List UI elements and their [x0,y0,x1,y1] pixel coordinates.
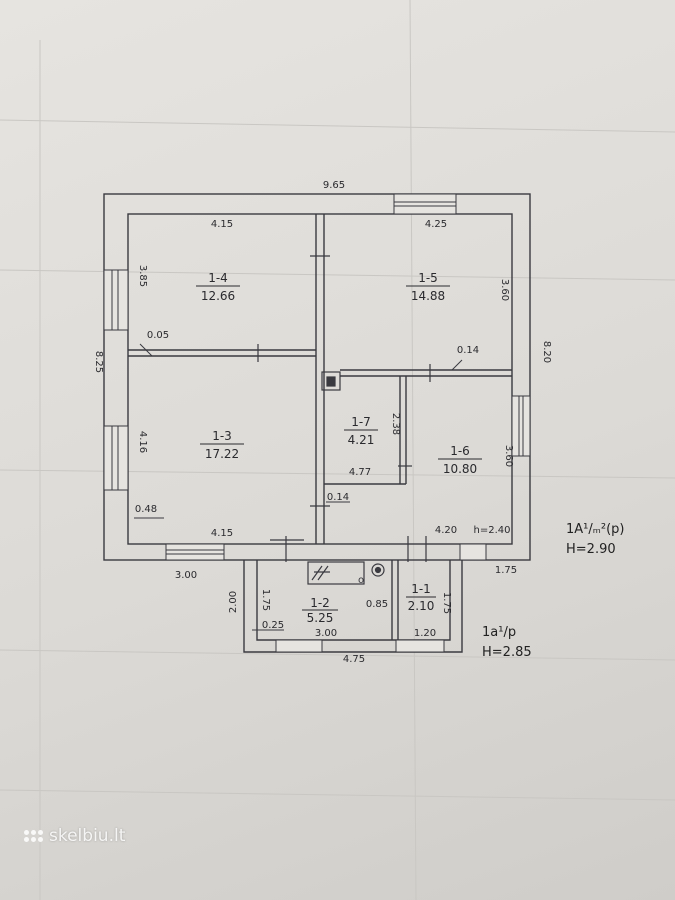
chimney-icon [321,371,341,391]
dim-3-60-r5: 3.60 [499,279,510,301]
room-1-2-number: 1-2 [310,596,330,610]
boiler-icon [371,563,385,577]
room-1-3-area: 17.22 [205,447,239,461]
leader-ticks [134,343,463,631]
stove-icon [307,561,365,585]
dim-4-15-top: 4.15 [211,219,233,230]
room-1-1-area: 2.10 [408,599,435,613]
dim-2-38: 2.38 [390,413,401,435]
room-1-4-area: 12.66 [201,289,235,303]
boiler-o-icon: o [358,575,364,586]
dim-0-25: 0.25 [262,620,284,631]
dim-3-60-r6: 3.60 [503,445,514,467]
room-1-5-area: 14.88 [411,289,445,303]
watermark-text: skelbiu.lt [49,826,126,846]
dim-1-75-r1: 1.75 [441,592,452,614]
boiler-dot-icon [374,566,382,574]
dim-0-48: 0.48 [135,504,157,515]
room-1-7-area: 4.21 [348,433,375,447]
dim-1-20: 1.20 [414,628,436,639]
room-1-2-area: 5.25 [307,611,334,625]
dim-4-77: 4.77 [349,467,371,478]
dim-overall-height: 8.25 [93,351,104,373]
door-ticks [257,255,431,562]
main-volume-height: H=2.90 [566,542,616,557]
dim-right-height: 8.20 [541,341,552,363]
windows [103,193,531,653]
logo-dots-icon [24,830,43,842]
dim-ceiling-h: h=2.40 [474,525,511,536]
volume-notes: 1A¹/ₘ²(p) H=2.90 1a¹/p H=2.85 [482,522,624,660]
dim-3-00-inner: 3.00 [315,628,337,639]
dim-4-20: 4.20 [435,525,457,536]
dim-0-85: 0.85 [366,599,388,610]
dim-4-15-bottom: 4.15 [211,528,233,539]
room-labels: 1-4 12.66 1-5 14.88 1-3 17.22 1-7 4.21 1… [196,271,482,625]
room-1-6-area: 10.80 [443,462,477,476]
dim-4-16: 4.16 [137,431,148,453]
room-1-3-number: 1-3 [212,429,232,443]
wall-lines [103,193,531,653]
dim-2-00: 2.00 [228,591,239,613]
dimension-labels: 9.65 8.25 8.20 4.15 4.25 3.85 3.60 0.05 … [93,180,552,665]
annex-volume-height: H=2.85 [482,645,532,660]
dim-overall-width: 9.65 [323,180,345,191]
dim-0-14-r7: 0.14 [327,492,349,503]
dim-1-75-outer: 1.75 [495,565,517,576]
room-1-7-number: 1-7 [351,415,371,429]
stove-hatch-icon [311,565,330,581]
room-1-1-number: 1-1 [411,582,431,596]
room-1-5-number: 1-5 [418,271,438,285]
dim-0-05: 0.05 [147,330,169,341]
main-volume-label: 1A¹/ₘ²(p) [566,522,624,537]
dim-1-75-inner: 1.75 [260,589,271,611]
dim-3-00-outer: 3.00 [175,570,197,581]
chimney-core-icon [326,376,336,387]
room-1-6-number: 1-6 [450,444,470,458]
fixtures: o [307,371,385,586]
dim-4-25: 4.25 [425,219,447,230]
annex-volume-label: 1a¹/p [482,625,516,640]
watermark: skelbiu.lt [24,826,125,846]
room-1-4-number: 1-4 [208,271,228,285]
dim-3-85: 3.85 [137,265,148,287]
dim-0-14-r5: 0.14 [457,345,479,356]
dim-4-75: 4.75 [343,654,365,665]
